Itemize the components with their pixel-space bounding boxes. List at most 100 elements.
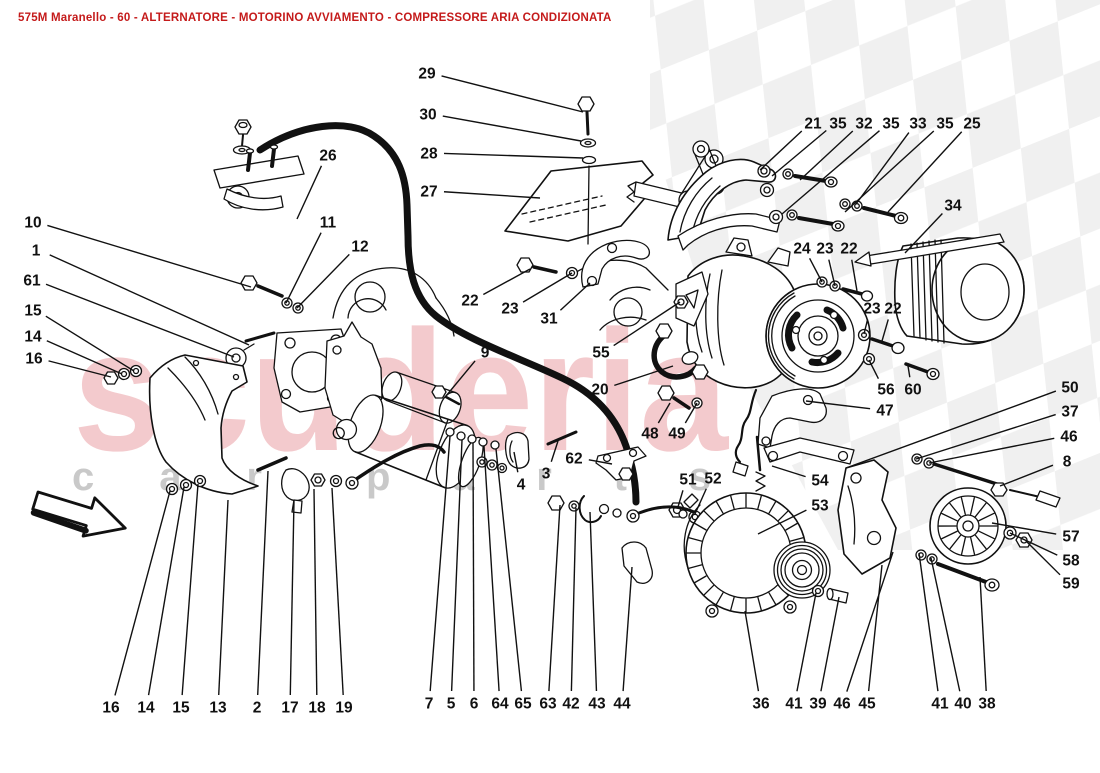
part-callout-64: 64 [491,696,509,713]
part-callout-46: 46 [1060,429,1078,446]
part-callout-23: 23 [501,301,519,318]
part-callout-21: 21 [804,116,822,133]
part-callout-45: 45 [858,696,876,713]
part-callout-44: 44 [613,696,631,713]
leader-line-13 [218,499,229,696]
leader-line-35 [781,130,880,215]
leader-line-45 [867,564,883,692]
part-callout-8: 8 [1063,454,1072,471]
leader-line-9 [445,360,476,397]
checkered-flag-watermark [650,0,1100,550]
part-callout-34: 34 [944,198,962,215]
leader-line-15 [45,315,135,372]
part-callout-11: 11 [320,215,337,232]
part-callout-15: 15 [24,303,42,320]
leader-line-34 [904,213,943,254]
part-callout-43: 43 [588,696,606,713]
part-callout-29: 29 [418,66,436,83]
leader-line-22 [482,268,531,296]
part-callout-38: 38 [978,696,996,713]
part-callout-28: 28 [420,146,438,163]
leader-line-44 [622,566,633,692]
part-callout-61: 61 [23,273,41,290]
part-callout-51: 51 [679,472,697,489]
part-callout-22: 22 [884,301,901,318]
leader-line-51 [677,490,684,508]
leader-line-40 [930,557,961,692]
part-callout-31: 31 [540,311,558,328]
part-callout-24: 24 [793,241,811,258]
battery-cable-assembly [213,119,640,506]
part-callout-57: 57 [1062,529,1079,546]
starter-heat-shield [103,354,359,514]
leader-line-15 [181,483,199,696]
leader-line-59 [1025,540,1061,576]
leader-line-26 [296,165,323,220]
leader-line-23 [522,272,573,303]
starter-motor [225,275,500,489]
part-callout-35: 35 [829,116,847,133]
compressor-mount-brackets [626,140,909,251]
part-callout-54: 54 [811,473,829,490]
part-callout-1: 1 [32,243,41,260]
engine-block-sketch [332,259,669,337]
part-callout-39: 39 [809,696,827,713]
leader-line-61 [45,283,235,358]
part-callout-30: 30 [419,107,436,124]
leader-line-29 [441,75,584,113]
leader-line-41 [918,552,939,692]
part-callout-59: 59 [1062,576,1080,593]
part-callout-18: 18 [308,700,326,717]
leader-line-21 [759,130,803,171]
terminal-boot-44 [621,541,653,584]
part-callout-16: 16 [25,351,43,368]
leader-line-16 [114,490,171,696]
part-callout-65: 65 [514,696,532,713]
part-callout-50: 50 [1061,380,1078,397]
part-callout-7: 7 [425,696,434,713]
leader-line-46 [846,551,894,692]
leader-line-20 [614,365,674,387]
leader-line-25 [887,131,963,213]
leader-line-33 [855,132,910,205]
leader-line-1 [49,254,250,346]
leader-line-43 [589,511,598,692]
leader-line-57 [991,522,1057,535]
part-callout-37: 37 [1061,404,1078,421]
leader-line-30 [442,115,582,142]
ac-compressor [651,237,940,477]
part-callout-40: 40 [954,696,971,713]
part-callout-60: 60 [904,382,921,399]
leader-line-18 [313,488,318,696]
leader-line-27 [443,191,541,199]
leader-line-62 [588,459,613,465]
leader-line-41 [796,592,817,692]
leader-line-39 [820,596,840,692]
part-callout-62: 62 [565,451,582,468]
leader-line-23 [863,319,869,335]
part-callout-36: 36 [752,696,770,713]
air-filter-element [854,233,1025,345]
leader-line-5 [450,439,463,692]
part-callout-14: 14 [137,700,155,717]
leader-line-49 [684,402,698,424]
leader-line-10 [47,224,252,288]
leader-line-17 [289,499,295,696]
leader-line-6 [472,442,475,692]
leader-line-60 [907,365,911,378]
part-callout-14: 14 [24,329,42,346]
part-callout-32: 32 [855,116,872,133]
leader-line-47 [805,400,871,410]
part-callout-35: 35 [936,116,954,133]
heat-shield-upper [504,96,654,288]
part-callout-52: 52 [704,471,721,488]
leader-line-35 [771,129,827,177]
part-callout-53: 53 [811,498,829,515]
leader-line-23 [828,259,836,287]
leader-line-4 [513,451,519,473]
part-callout-41: 41 [785,696,803,713]
part-callout-12: 12 [351,239,368,256]
